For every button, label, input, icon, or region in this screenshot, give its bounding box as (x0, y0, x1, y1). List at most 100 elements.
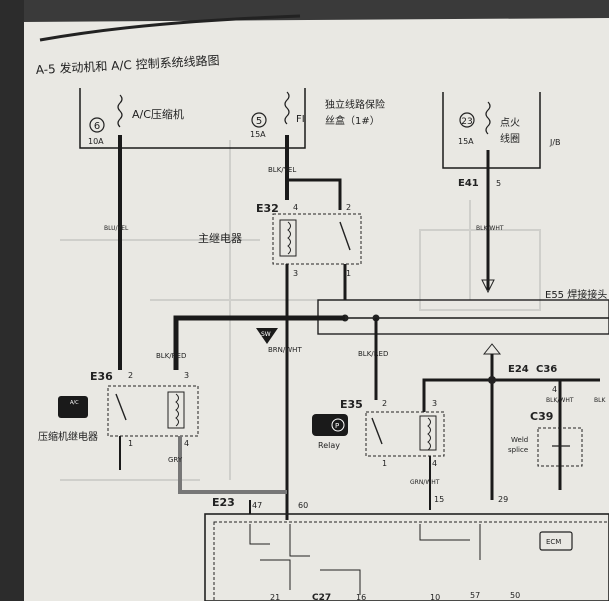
c27-pin50: 50 (510, 591, 520, 600)
e36-relay-box (107, 385, 199, 437)
e35-pin3: 3 (432, 399, 437, 408)
e36-pin3: 3 (184, 371, 189, 380)
e32-pin2: 2 (346, 203, 351, 212)
wire-blk-yel-branch (287, 178, 342, 210)
e36-pin2: 2 (128, 371, 133, 380)
fuse-box-label-1: 独立线路保险 (325, 98, 385, 111)
e32-relay-box (272, 213, 362, 265)
wire-label-blk-wht: BLK/WHT (476, 225, 504, 232)
e35-coil-winding (427, 417, 431, 451)
page-binding (0, 0, 24, 601)
comp-relay-label: 压缩机继电器 (38, 430, 98, 443)
weld-label-1: Weld (511, 436, 528, 444)
e36-label: E36 (90, 370, 113, 383)
p-icon-circle (331, 418, 345, 432)
fuse5-circle (251, 112, 267, 128)
e41-label: E41 (458, 178, 479, 189)
e23-pin29: 29 (498, 495, 508, 504)
fuse23-symbol (485, 101, 491, 135)
e41-pin5: 5 (496, 179, 501, 188)
paper-sheet (16, 18, 609, 601)
e36-coil (167, 391, 185, 429)
fuse-box-label-2: 丝盒（1#） (325, 114, 380, 127)
fuse5-amp: 15A (250, 130, 266, 139)
c39-label: C39 (530, 410, 553, 423)
c36-pin4: 4 (552, 385, 557, 394)
wire-blk-red-left (173, 315, 345, 370)
ground-sw-label: SW (261, 331, 271, 338)
relay-label: Relay (318, 441, 340, 450)
wire-label-blk-red-mid: BLK/RED (358, 350, 388, 358)
e36-switch (115, 393, 127, 421)
e32-label: E32 (256, 202, 279, 215)
e35-relay-box (365, 411, 445, 457)
e36-pin1: 1 (128, 439, 133, 448)
e55-label: E55 焊接接头 (545, 288, 607, 301)
e23-pin21: 21 (270, 593, 280, 601)
e35-pin1: 1 (382, 459, 387, 468)
wire-label-blu-yel: BLU/YEL (104, 225, 129, 232)
e23-pin15: 15 (434, 495, 444, 504)
fuse6-label: A/C压缩机 (132, 107, 184, 121)
fuse-box-1 (79, 88, 306, 149)
main-relay-label: 主继电器 (198, 232, 242, 245)
e35-pin2: 2 (382, 399, 387, 408)
fuse23-label-2: 线圈 (500, 132, 520, 145)
fuse23-amp: 15A (458, 137, 474, 146)
fuse5-number: 5 (256, 116, 262, 127)
e32-coil (279, 219, 297, 257)
ecm-label: ECM (546, 538, 561, 546)
fuse6-amp: 10A (88, 137, 104, 146)
arrow-down-e41 (481, 279, 495, 294)
ecm-box (204, 513, 609, 601)
fuse5-symbol (284, 91, 290, 125)
e36-pin4: 4 (184, 439, 189, 448)
e23-label: E23 (212, 496, 235, 509)
fuse23-label-1: 点火 (500, 117, 520, 129)
ac-icon-text: A/C (70, 400, 79, 406)
weld-splice-box (537, 427, 583, 467)
c27-pin10: 10 (430, 593, 440, 601)
e32-pin1: 1 (346, 269, 351, 278)
p-icon-text: P (335, 422, 339, 430)
ecm-internal-circuits (249, 524, 481, 595)
e24-label: E24 (508, 364, 529, 375)
wire-label-blk-yel: BLK/YEL (268, 166, 296, 174)
e23-pin47: 47 (252, 501, 262, 510)
e24-node (488, 376, 496, 384)
c27-pin16: 16 (356, 593, 366, 601)
fuse5-label: FI (296, 114, 305, 125)
e32-pin3: 3 (293, 269, 298, 278)
wire-label-grn-wht: GRN/WHT (410, 479, 440, 486)
e36-coil-winding (175, 393, 179, 427)
fuse-box-2-code: J/B (549, 138, 561, 147)
e35-label: E35 (340, 398, 363, 411)
ecm-icon (539, 531, 573, 551)
c36-label: C36 (536, 364, 557, 375)
fuse-box-2 (442, 92, 541, 169)
wire-gry (178, 436, 287, 494)
ecm-inner (213, 521, 609, 601)
fuse6-number: 6 (94, 121, 100, 132)
c27-pin57: 57 (470, 591, 480, 600)
wire-e24-bus (422, 378, 600, 412)
weld-label-2: splice (508, 446, 528, 454)
wire-label-blk-red-left: BLK/RED (156, 352, 186, 360)
wire-label-blk-edge: BLK (594, 397, 606, 404)
c27-label: C27 (312, 593, 331, 601)
e23-pin60: 60 (298, 501, 308, 510)
fuse23-circle (459, 112, 475, 128)
ground-sw-marker (256, 328, 278, 344)
wire-label-brn-wht: BRN/WHT (268, 346, 302, 354)
page-top-curve (39, 14, 301, 42)
e35-pin4: 4 (432, 459, 437, 468)
fuse6-circle (89, 117, 105, 133)
e35-switch (371, 417, 383, 445)
ac-compressor-icon (58, 396, 88, 418)
e32-switch (339, 221, 351, 251)
fuse6-symbol (117, 94, 123, 128)
relay-icon (312, 414, 348, 436)
e32-pin4: 4 (293, 203, 298, 212)
